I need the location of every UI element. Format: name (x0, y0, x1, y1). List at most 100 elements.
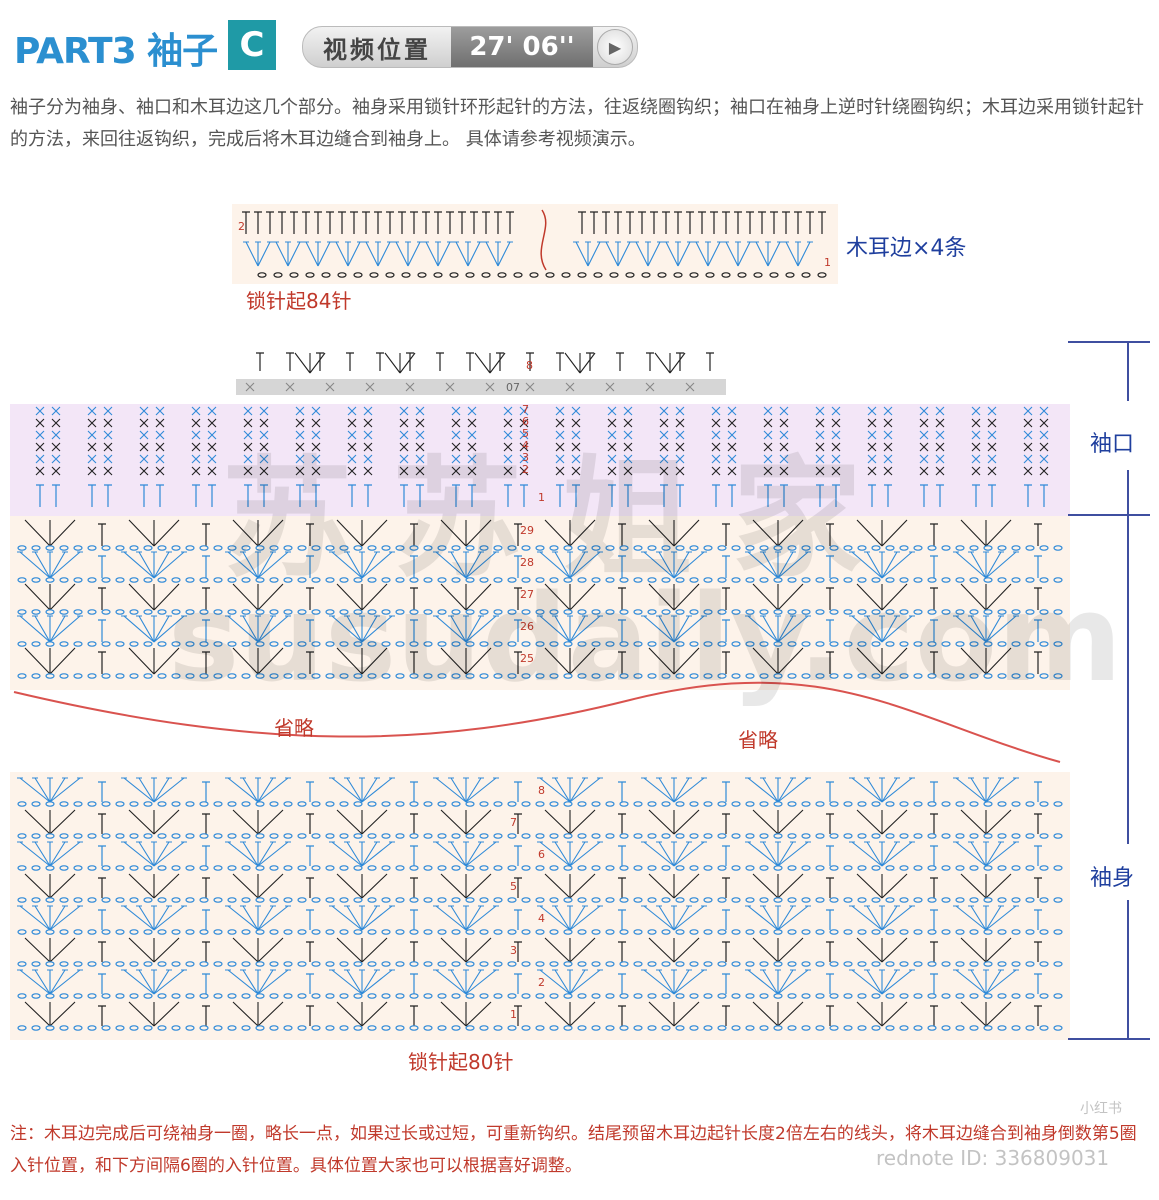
fan-stitch (881, 969, 900, 995)
sc-stitch (363, 418, 373, 428)
chain-stitch (997, 1025, 1007, 1031)
sc-stitch (727, 418, 737, 428)
fan-stitch (463, 905, 469, 930)
chain-stitch (673, 272, 683, 278)
chain-stitch (283, 673, 293, 679)
dc-stitch (376, 352, 384, 371)
fan-stitch (671, 841, 677, 866)
row-number: 2 (538, 976, 545, 989)
chain-stitch (493, 641, 503, 647)
chain-stitch (801, 673, 811, 679)
chain-stitch (787, 961, 797, 967)
sc-stitch (347, 430, 357, 440)
chain-stitch (745, 1025, 755, 1031)
sc-stitch (623, 430, 633, 440)
chain-stitch (257, 272, 267, 278)
body-upper-panel (10, 516, 1070, 690)
sc-stitch (675, 418, 685, 428)
play-icon[interactable]: ▶ (597, 29, 633, 65)
dc-stitch (722, 555, 730, 578)
chain-stitch (395, 833, 405, 839)
v-stitch (544, 583, 596, 611)
sc-stitch (451, 406, 461, 416)
chain-stitch (969, 961, 979, 967)
fan-stitch (879, 969, 885, 994)
sc-stitch (347, 418, 357, 428)
dc-stitch (712, 484, 720, 507)
dc-stitch (496, 352, 504, 371)
chain-stitch (465, 961, 475, 967)
fan-stitch (567, 841, 573, 866)
dc-stitch (202, 845, 210, 866)
dc-stitch (618, 1005, 626, 1026)
sc-stitch (971, 418, 981, 428)
fan-stitch (465, 241, 471, 266)
fan-stitch (49, 969, 83, 995)
chain-stitch (899, 577, 909, 583)
fan-stitch (151, 615, 157, 642)
v-stitch (474, 352, 506, 374)
chain-stitch (213, 961, 223, 967)
chain-stitch (625, 272, 635, 278)
chain-stitch (549, 673, 559, 679)
sc-stitch (311, 442, 321, 452)
dc-stitch (140, 484, 148, 507)
chain-stitch (577, 929, 587, 935)
chain-stitch (507, 833, 517, 839)
video-position-bar[interactable]: 视频位置 27' 06'' ▶ (302, 26, 638, 68)
chain-stitch (717, 1025, 727, 1031)
chain-stitch (395, 577, 405, 583)
chain-stitch (143, 833, 153, 839)
chain-stitch (703, 801, 713, 807)
chain-stitch (1011, 897, 1021, 903)
sc-stitch (405, 382, 415, 392)
chain-stitch (717, 545, 727, 551)
chain-stitch (255, 961, 265, 967)
sc-stitch (207, 442, 217, 452)
chain-stitch (367, 641, 377, 647)
sc-stitch (87, 418, 97, 428)
sc-stitch (451, 418, 461, 428)
chain-stitch (969, 641, 979, 647)
sc-stitch (503, 418, 513, 428)
chain-stitch (269, 641, 279, 647)
sc-stitch (1023, 430, 1033, 440)
dc-stitch (306, 555, 314, 578)
chain-stitch (647, 993, 657, 999)
chain-stitch (605, 673, 615, 679)
chain-stitch (297, 961, 307, 967)
fan-stitch (121, 841, 155, 867)
chain-stitch (367, 993, 377, 999)
chain-stitch (633, 641, 643, 647)
chain-stitch (395, 673, 405, 679)
chain-stitch (213, 609, 223, 615)
fan-stitch (673, 615, 692, 643)
dc-stitch (256, 352, 264, 371)
chain-stitch (1039, 641, 1049, 647)
dc-stitch (306, 909, 314, 930)
dc-stitch (826, 845, 834, 866)
fan-stitch (552, 551, 571, 579)
chain-stitch (703, 897, 713, 903)
chain-stitch (703, 577, 713, 583)
row-number: 26 (520, 620, 534, 633)
chain-stitch (101, 897, 111, 903)
fan-stitch (968, 777, 987, 803)
chain-stitch (549, 545, 559, 551)
chain-stitch (969, 833, 979, 839)
chain-stitch (941, 929, 951, 935)
dc-stitch (722, 1005, 730, 1026)
chain-stitch (1025, 801, 1035, 807)
fan-stitch (879, 905, 885, 930)
chain-stitch (787, 609, 797, 615)
chain-stitch (143, 609, 153, 615)
chain-stitch (647, 545, 657, 551)
fan-stitch (745, 615, 779, 643)
v-stitch (544, 519, 596, 547)
chain-stitch (745, 673, 755, 679)
chain-stitch (829, 577, 839, 583)
dc-stitch (930, 619, 938, 642)
chain-stitch (395, 929, 405, 935)
fan-stitch (151, 969, 157, 994)
chain-stitch (997, 993, 1007, 999)
